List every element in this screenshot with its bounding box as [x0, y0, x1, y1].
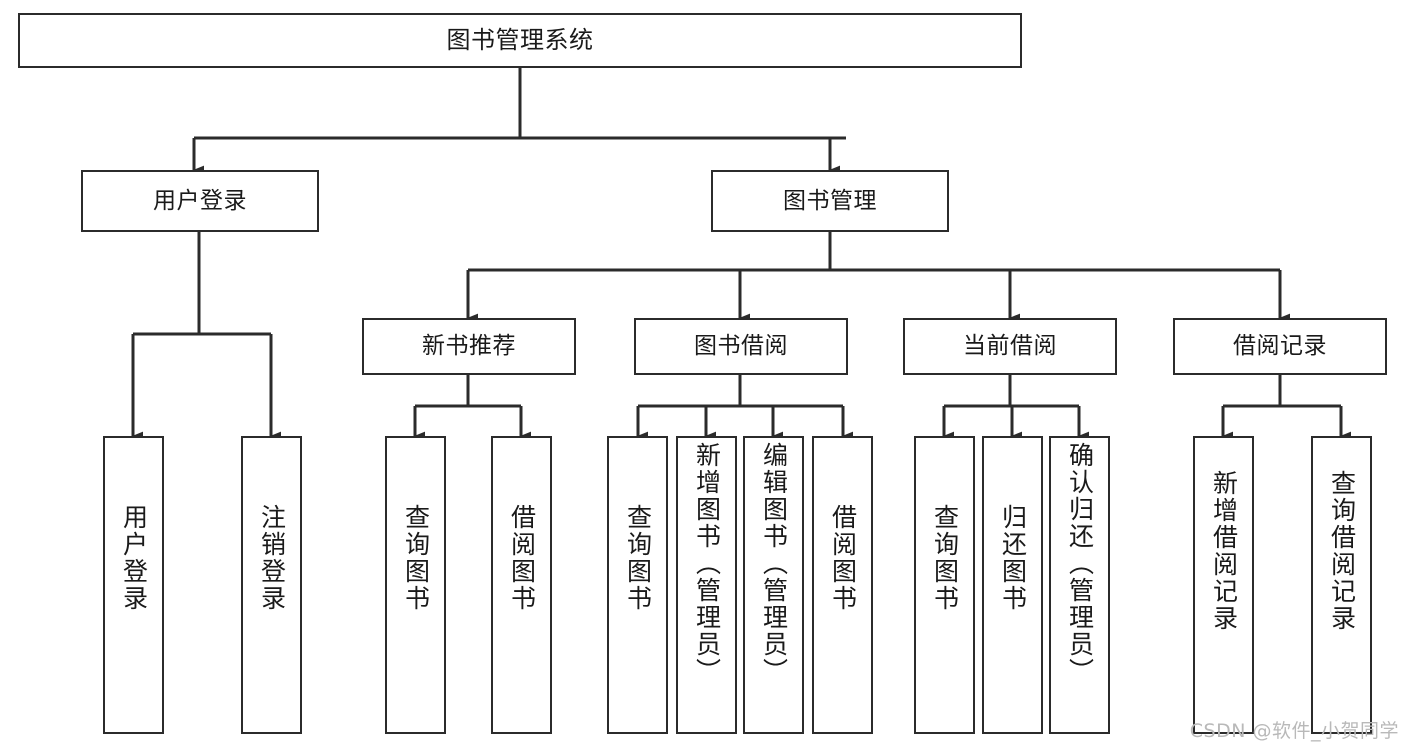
leaf-borrow-record-add-record[interactable]: 新增借阅记录 [1193, 436, 1254, 734]
node-label: 编辑图书（管理员） [759, 442, 789, 685]
node-label: 查询借阅记录 [1327, 470, 1357, 632]
node-label: 查询图书 [401, 504, 431, 612]
leaf-book-borrow-query-book[interactable]: 查询图书 [607, 436, 668, 734]
node-book-borrow[interactable]: 图书借阅 [634, 318, 848, 375]
node-label: 借阅图书 [507, 504, 537, 612]
node-label: 新增图书（管理员） [692, 442, 722, 685]
leaf-current-borrow-confirm-return-admin[interactable]: 确认归还（管理员） [1049, 436, 1110, 734]
node-new-book-recommend[interactable]: 新书推荐 [362, 318, 576, 375]
node-borrow-record[interactable]: 借阅记录 [1173, 318, 1387, 375]
leaf-new-book-borrow-book[interactable]: 借阅图书 [491, 436, 552, 734]
node-label: 注销登录 [257, 504, 287, 612]
leaf-book-borrow-borrow-book[interactable]: 借阅图书 [812, 436, 873, 734]
leaf-user-login-signout[interactable]: 注销登录 [241, 436, 302, 734]
node-current-borrow[interactable]: 当前借阅 [903, 318, 1117, 375]
leaf-book-borrow-add-book-admin[interactable]: 新增图书（管理员） [676, 436, 737, 734]
node-label: 确认归还（管理员） [1065, 442, 1095, 685]
node-book-management[interactable]: 图书管理 [711, 170, 949, 232]
leaf-current-borrow-return-book[interactable]: 归还图书 [982, 436, 1043, 734]
node-label: 图书管理系统 [446, 25, 594, 54]
node-label: 用户登录 [153, 187, 247, 214]
node-label: 图书借阅 [694, 333, 788, 360]
leaf-book-borrow-edit-book-admin[interactable]: 编辑图书（管理员） [743, 436, 804, 734]
node-label: 借阅记录 [1233, 333, 1327, 360]
node-label: 新增借阅记录 [1209, 470, 1239, 632]
node-label: 借阅图书 [828, 504, 858, 612]
leaf-current-borrow-query-book[interactable]: 查询图书 [914, 436, 975, 734]
leaf-borrow-record-query-record[interactable]: 查询借阅记录 [1311, 436, 1372, 734]
node-label: 查询图书 [623, 504, 653, 612]
node-user-login[interactable]: 用户登录 [81, 170, 319, 232]
node-label: 新书推荐 [422, 333, 516, 360]
leaf-new-book-query-book[interactable]: 查询图书 [385, 436, 446, 734]
node-label: 当前借阅 [963, 333, 1057, 360]
leaf-user-login-signin[interactable]: 用户登录 [103, 436, 164, 734]
node-label: 用户登录 [119, 504, 149, 612]
node-label: 归还图书 [998, 504, 1028, 612]
node-label: 查询图书 [930, 504, 960, 612]
node-root-system[interactable]: 图书管理系统 [18, 13, 1022, 68]
node-label: 图书管理 [783, 187, 877, 214]
